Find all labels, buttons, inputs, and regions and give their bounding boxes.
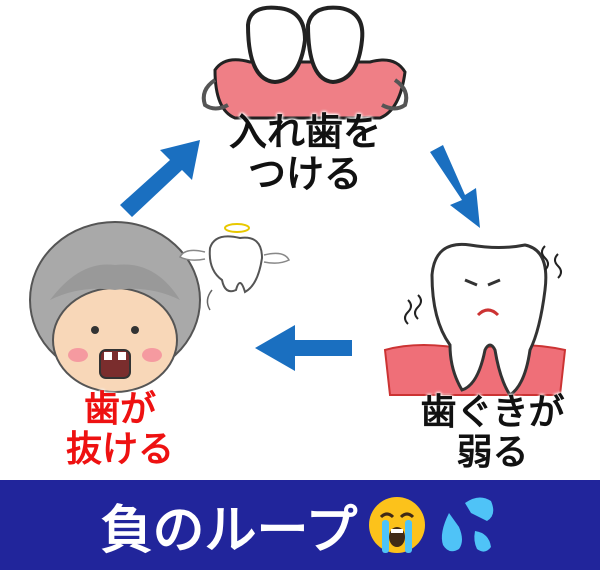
step-label-line: 歯ぐきが bbox=[420, 392, 565, 433]
banner-title: 負のループ bbox=[100, 499, 358, 561]
loudly-crying-face-icon bbox=[369, 497, 426, 553]
step-label-line: 弱る bbox=[456, 431, 529, 473]
title-banner: 負のループ bbox=[0, 480, 600, 570]
step-gums-weaken: 歯ぐきが 弱る bbox=[385, 393, 600, 472]
step-label-line: 入れ歯を bbox=[228, 110, 381, 154]
weak-gum-tooth-icon bbox=[383, 242, 567, 398]
arrow-up-right bbox=[120, 140, 200, 217]
dentures-icon bbox=[201, 5, 409, 120]
step-label-line: 歯が bbox=[83, 389, 156, 430]
angel-tooth-icon bbox=[178, 223, 291, 311]
sweat-droplets-icon bbox=[442, 497, 494, 552]
step-teeth-fall-out: 歯が 抜ける bbox=[45, 390, 195, 469]
arrow-down-right bbox=[430, 145, 480, 228]
grandma-icon bbox=[29, 221, 201, 393]
step-wear-dentures: 入れ歯を つける bbox=[200, 110, 410, 196]
step-label-line: 抜ける bbox=[65, 428, 174, 470]
step-label-line: つける bbox=[247, 151, 362, 196]
arrow-left bbox=[255, 325, 352, 371]
